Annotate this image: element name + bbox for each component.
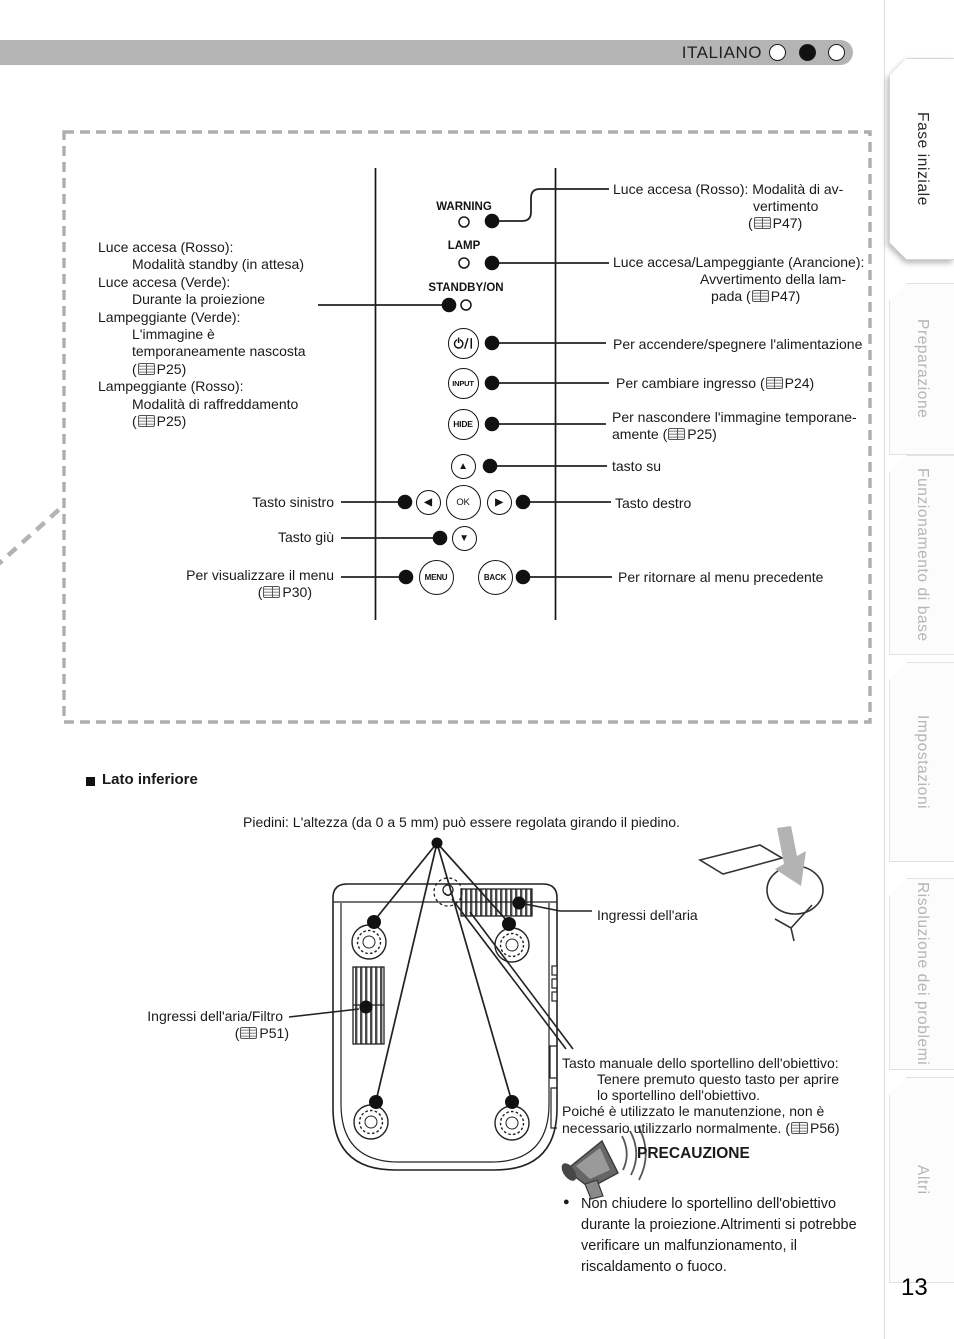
sidebar-tab-label: Altri	[889, 1077, 954, 1283]
legend-line: Luce accesa (Rosso):	[98, 239, 234, 255]
air-inlet-label: Ingressi dell'aria	[597, 907, 698, 923]
label-warning-3: (P47)	[748, 215, 803, 231]
legend-line: (P25)	[132, 360, 187, 377]
right-arrow-button: ▶	[486, 489, 512, 515]
back-button: BACK	[477, 559, 513, 595]
sidebar-tab-label: Funzionamento di base	[889, 455, 954, 655]
lens-note-1: Tasto manuale dello sportellino dell'obi…	[562, 1055, 839, 1071]
indicator-label-standby: STANDBY/ON	[428, 282, 504, 294]
lens-note-2: Tenere premuto questo tasto per aprire	[597, 1071, 840, 1087]
label-back: Per ritornare al menu precedente	[618, 569, 824, 585]
caution-bullet: ●	[563, 1196, 570, 1208]
page-number: 13	[901, 1274, 928, 1301]
label-warning-1: Luce accesa (Rosso): Modalità di av-	[613, 181, 844, 197]
label-lamp-2: Avvertimento della lam-	[700, 271, 847, 287]
indicator-lamps	[458, 216, 472, 311]
turn-arrow	[775, 826, 806, 886]
legend-line: Lampeggiante (Rosso):	[98, 378, 244, 395]
book-icon	[263, 586, 281, 598]
label-up: tasto su	[612, 458, 662, 474]
page-indicator-dot-1	[769, 44, 786, 61]
bottom-view-drawing	[288, 842, 592, 1171]
label-hide-1: Per nascondere l'immagine temporane-	[612, 409, 857, 425]
feet-leader-lines	[373, 842, 513, 1103]
sidebar-tab-label: Fase iniziale	[889, 58, 954, 260]
label-warning-2: vertimento	[753, 198, 819, 214]
lens-note-3: lo sportellino dell'obiettivo.	[597, 1087, 760, 1103]
legend-line: Modalità di raffreddamento	[132, 395, 299, 412]
book-icon	[790, 1122, 808, 1134]
caution-line: verificare un malfunzionamento, il	[581, 1238, 797, 1254]
label-input: Per cambiare ingresso (P24)	[616, 375, 815, 391]
indicator-label-lamp: LAMP	[447, 240, 481, 252]
book-icon	[751, 290, 769, 302]
sidebar-tab-label: Preparazione	[889, 283, 954, 455]
lens-note-4: Poiché è utilizzato le manutenzione, non…	[562, 1103, 825, 1119]
up-arrow-button: ▲	[450, 453, 476, 479]
label-power: Per accendere/spegnere l'alimentazione	[613, 336, 863, 352]
page-indicator-dot-2-active	[799, 44, 816, 61]
book-icon	[753, 217, 771, 229]
label-lamp-3: pada (P47)	[711, 288, 801, 304]
legend-line: Durante la proiezione	[132, 291, 266, 308]
sidebar-rule	[884, 0, 885, 1339]
label-left-button: Tasto sinistro	[252, 494, 334, 510]
section-marker	[86, 777, 95, 786]
sidebar-tab-label: Risoluzione dei problemi	[889, 878, 954, 1070]
page-indicator-dot-3	[828, 44, 845, 61]
label-lamp-1: Luce accesa/Lampeggiante (Arancione):	[613, 254, 865, 270]
hide-button: HIDE	[447, 408, 479, 440]
legend-line: Luce accesa (Verde):	[98, 273, 231, 290]
caution-line: durante la proiezione.Altrimenti si potr…	[581, 1217, 857, 1233]
input-button: INPUT	[447, 367, 479, 399]
language-label: ITALIANO	[681, 43, 762, 62]
book-icon	[765, 377, 783, 389]
sidebar-tab-label: Impostazioni	[889, 662, 954, 862]
book-icon	[668, 428, 686, 440]
lens-note-5: necessario utilizzarlo normalmente. (P56…	[562, 1120, 840, 1136]
sidebar-tab-impostazioni: Impostazioni	[889, 662, 954, 862]
label-right-button: Tasto destro	[615, 495, 692, 511]
down-arrow-button: ▼	[451, 525, 477, 551]
book-icon	[240, 1027, 258, 1039]
sidebar-tab-funzionamento: Funzionamento di base	[889, 455, 954, 655]
book-icon	[137, 362, 155, 375]
legend-line: L'immagine è	[132, 326, 215, 343]
bottom-view-dots	[359, 837, 526, 1109]
feet-note: Piedini: L'altezza (da 0 a 5 mm) può ess…	[243, 814, 680, 830]
sidebar-tab-fase-iniziale: Fase iniziale	[889, 58, 954, 260]
label-menu-ref: (P30)	[257, 584, 312, 600]
filter-label-2: (P51)	[234, 1025, 289, 1041]
megaphone-icon	[561, 1125, 647, 1200]
label-hide-2: amente (P25)	[612, 426, 717, 442]
caution-line: riscaldamento o fuoco.	[581, 1259, 727, 1275]
book-icon	[137, 415, 155, 428]
caution-line: Non chiudere lo sportellino dell'obietti…	[581, 1196, 837, 1212]
filter-label-1: Ingressi dell'aria/Filtro	[147, 1008, 283, 1024]
label-menu-button: Per visualizzare il menu	[186, 567, 334, 583]
ok-button: OK	[445, 484, 481, 520]
section-heading: Lato inferiore	[102, 771, 198, 788]
legend-line: temporaneamente nascosta	[132, 343, 306, 360]
caution-title: PRECAUZIONE	[637, 1145, 750, 1162]
power-button	[447, 327, 479, 359]
label-down-button: Tasto giù	[277, 529, 334, 545]
legend-line: (P25)	[132, 413, 187, 430]
indicator-label-warning: WARNING	[436, 201, 492, 213]
header-bar	[0, 40, 853, 65]
menu-button: MENU	[418, 559, 454, 595]
sidebar-tab-altri: Altri	[889, 1077, 954, 1283]
foot-turn-illustration	[697, 844, 824, 942]
status-legend-block: Luce accesa (Rosso): Modalità standby (i…	[98, 239, 306, 430]
legend-line: Lampeggiante (Verde):	[98, 308, 241, 325]
sidebar-tab-preparazione: Preparazione	[889, 283, 954, 455]
legend-line: Modalità standby (in attesa)	[132, 256, 304, 273]
sidebar-tab-risoluzione: Risoluzione dei problemi	[889, 878, 954, 1070]
power-standby-icon	[453, 337, 472, 349]
left-arrow-button: ◀	[415, 489, 441, 515]
